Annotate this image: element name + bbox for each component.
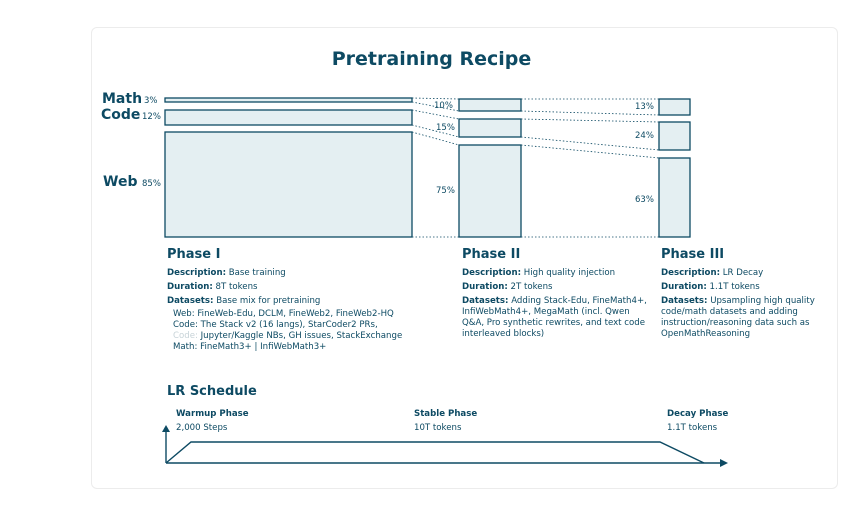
warmup-phase-value: 2,000 Steps (176, 423, 228, 433)
phase3-duration-label: Duration: (661, 282, 707, 292)
phase1-faded-prefix: Code: (173, 331, 198, 341)
lr-x-arrow (720, 459, 728, 467)
code-pct-phase3: 24% (635, 131, 654, 141)
phase1-description: Base training (228, 268, 286, 278)
phase1-dataset-line: Math: FineMath3+ | InfiWebMath3+ (173, 342, 327, 352)
phase2-duration: 2T tokens (510, 282, 553, 292)
phase1-math-bar (164, 97, 413, 103)
web-pct-phase3: 63% (635, 195, 654, 205)
decay-phase-label: Decay Phase (667, 409, 729, 419)
phase1-dataset-line: Web: FineWeb-Edu, DCLM, FineWeb2, FineWe… (173, 309, 394, 319)
phase2-datasets: Adding Stack-Edu, FineMath4+, InfiWebMat… (462, 296, 647, 339)
decay-phase-value: 1.1T tokens (667, 423, 718, 433)
web-pct-phase2: 75% (436, 186, 455, 196)
phase1-datasets: Base mix for pretraining (216, 296, 321, 306)
phase3-web-bar (658, 157, 691, 238)
code-label: Code (101, 107, 141, 123)
phase2-code-bar (458, 118, 522, 138)
phase2-duration-label: Duration: (462, 282, 508, 292)
page-title: Pretraining Recipe (331, 48, 532, 70)
phase3-description: LR Decay (722, 268, 764, 278)
phase1-description-label: Description: (167, 268, 227, 278)
lr-schedule-title: LR Schedule (167, 384, 257, 399)
math-label: Math (102, 91, 143, 107)
phase2-description: High quality injection (523, 268, 616, 278)
phase3-datasets: Upsampling high quality code/math datase… (661, 296, 815, 339)
math-pct-phase1: 3% (144, 96, 158, 106)
phase3-duration: 1.1T tokens (709, 282, 760, 292)
web-pct-phase1: 85% (142, 179, 161, 189)
web-label: Web (103, 174, 138, 190)
code-pct-phase1: 12% (142, 112, 161, 122)
phase1-web-bar (164, 131, 413, 238)
phase1-info: Description: Base training Duration: 8T … (167, 268, 427, 353)
warmup-phase-label: Warmup Phase (176, 409, 249, 419)
math-pct-phase3: 13% (635, 102, 654, 112)
phase1-duration: 8T tokens (215, 282, 258, 292)
lr-y-arrow (162, 425, 170, 432)
phase3-info: Description: LR Decay Duration: 1.1T tok… (661, 268, 821, 340)
phase3-title: Phase III (661, 247, 725, 262)
phase1-duration-label: Duration: (167, 282, 213, 292)
stable-phase-label: Stable Phase (414, 409, 478, 419)
lr-curve (165, 441, 705, 464)
stable-phase-value: 10T tokens (414, 423, 462, 433)
math-pct-phase2: 10% (434, 101, 453, 111)
phase3-datasets-label: Datasets: (661, 296, 708, 306)
phase1-title: Phase I (167, 247, 221, 262)
phase2-title: Phase II (462, 247, 521, 262)
phase3-description-label: Description: (661, 268, 721, 278)
phase2-datasets-label: Datasets: (462, 296, 509, 306)
phase1-dataset-line: Jupyter/Kaggle NBs, GH issues, StackExch… (200, 331, 403, 341)
phase1-dataset-line: Code: The Stack v2 (16 langs), StarCoder… (173, 320, 378, 330)
phase2-web-bar (458, 144, 522, 238)
lr-chart (165, 430, 722, 464)
phase1-code-bar (164, 109, 413, 126)
phase2-math-bar (458, 98, 522, 112)
code-pct-phase2: 15% (436, 123, 455, 133)
phase3-code-bar (658, 121, 691, 151)
phase2-info: Description: High quality injection Dura… (462, 268, 654, 340)
phase1-datasets-label: Datasets: (167, 296, 214, 306)
phase2-description-label: Description: (462, 268, 522, 278)
phase3-math-bar (658, 98, 691, 116)
